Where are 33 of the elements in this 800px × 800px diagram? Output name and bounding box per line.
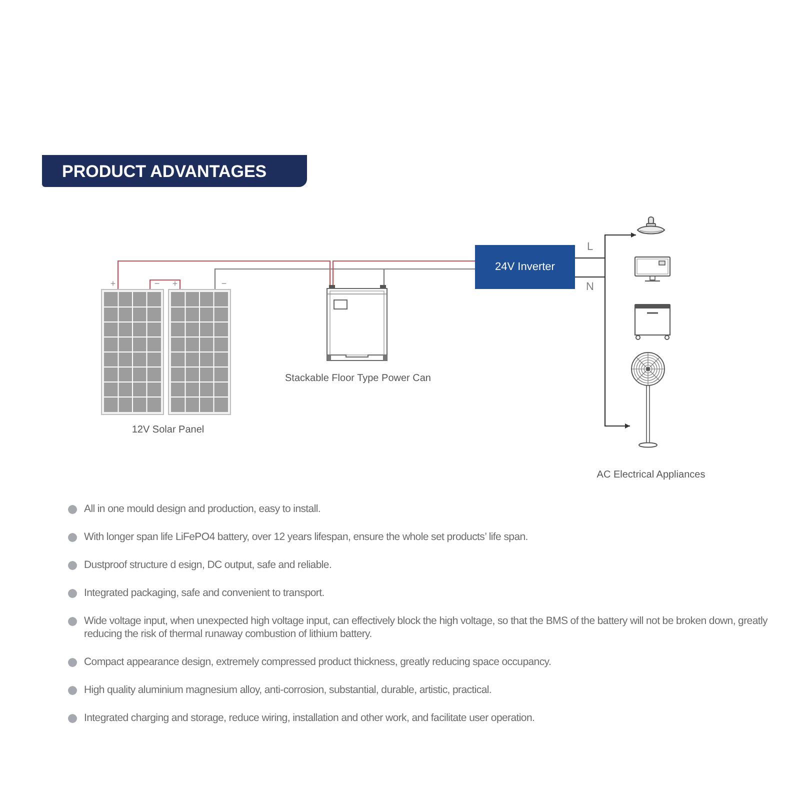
polarity-sign: + xyxy=(172,278,178,290)
caption: AC Electrical Appliances xyxy=(596,470,706,480)
ceiling-lamp-icon xyxy=(636,216,666,236)
polarity-sign: − xyxy=(154,278,160,290)
bullet-text: Wide voltage input, when unexpected high voltage input, can effectively block the high voltage, so that the BMS of the battery will not be broken down, greatly reducing the risk of thermal runaway combustion of lithium battery. xyxy=(84,615,769,641)
wire xyxy=(117,260,331,289)
bullet-text: Integrated charging and storage, reduce wiring, installation and other work, and facilitate user operation. xyxy=(84,712,535,725)
edge-label: N xyxy=(585,281,595,293)
node-label: Stackable Floor Type Power Can xyxy=(285,373,431,385)
inverter-block: 24V Inverter xyxy=(475,245,575,289)
title-text: PRODUCT ADVANTAGES xyxy=(62,162,267,180)
arrow xyxy=(575,257,630,428)
bullet-text: High quality aluminium magnesium alloy, anti-corrosion, substantial, durable, artistic, practical. xyxy=(84,684,492,697)
bullet-text: Dustproof structure d esign, DC output, safe and reliable. xyxy=(84,559,332,572)
wire xyxy=(383,268,475,285)
wire xyxy=(149,279,181,289)
solar-panel xyxy=(168,289,231,415)
polarity-sign: + xyxy=(110,278,116,290)
caption: 12V Solar Panel xyxy=(132,424,204,436)
polarity-sign: − xyxy=(221,278,227,290)
wire xyxy=(214,268,385,289)
bullet-text: With longer span life LiFePO4 battery, over 12 years lifespan, ensure the whole set products’ life span. xyxy=(84,531,528,544)
wire xyxy=(332,260,475,285)
chest-freezer-icon xyxy=(633,303,672,341)
bullet-text: Compact appearance design, extremely compressed product thickness, greatly reducing space occupancy. xyxy=(84,656,552,669)
arrow xyxy=(575,232,636,259)
bullet-text: All in one mould design and production, easy to install. xyxy=(84,503,321,516)
solar-panel xyxy=(101,289,164,415)
edge-label: L xyxy=(586,241,594,253)
power-cabinet xyxy=(326,285,388,362)
standing-fan-icon xyxy=(630,350,666,448)
monitor-icon xyxy=(634,256,671,283)
bullet-text: Integrated packaging, safe and convenient to transport. xyxy=(84,587,324,600)
